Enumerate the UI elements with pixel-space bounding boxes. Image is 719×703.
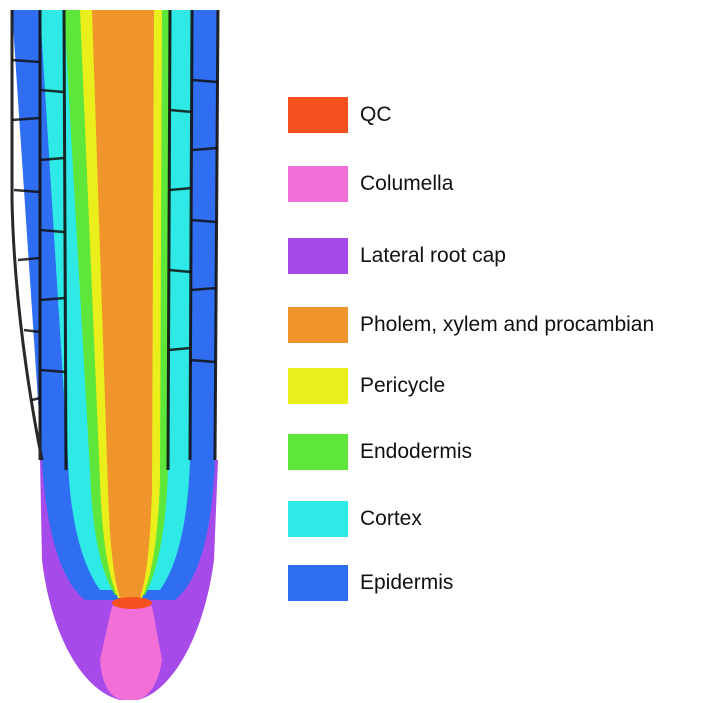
columella-region: [100, 606, 162, 700]
legend-item-lateral-root-cap: Lateral root cap: [288, 236, 506, 276]
legend-swatch-lateral-root-cap: [288, 238, 348, 274]
legend-label-epidermis: Epidermis: [360, 571, 453, 595]
legend-label-endodermis: Endodermis: [360, 440, 472, 464]
legend-item-endodermis: Endodermis: [288, 432, 472, 472]
legend-item-cortex: Cortex: [288, 499, 422, 539]
legend-label-pericycle: Pericycle: [360, 374, 445, 398]
legend-label-columella: Columella: [360, 172, 453, 196]
legend-swatch-qc: [288, 97, 348, 133]
legend-label-lateral-root-cap: Lateral root cap: [360, 244, 506, 268]
legend-swatch-endodermis: [288, 434, 348, 470]
qc-region: [112, 597, 152, 609]
legend-label-cortex: Cortex: [360, 507, 422, 531]
legend-item-epidermis: Epidermis: [288, 563, 453, 603]
legend-swatch-epidermis: [288, 565, 348, 601]
root-tip-illustration: [0, 0, 260, 703]
legend-swatch-pericycle: [288, 368, 348, 404]
legend-item-qc: QC: [288, 95, 392, 135]
legend-swatch-cortex: [288, 501, 348, 537]
legend-label-vascular: Pholem, xylem and procambian: [360, 313, 654, 337]
legend-swatch-vascular: [288, 307, 348, 343]
legend-swatch-columella: [288, 166, 348, 202]
legend-item-columella: Columella: [288, 164, 453, 204]
legend-label-qc: QC: [360, 103, 392, 127]
legend-item-vascular: Pholem, xylem and procambian: [288, 305, 654, 345]
legend-item-pericycle: Pericycle: [288, 366, 445, 406]
